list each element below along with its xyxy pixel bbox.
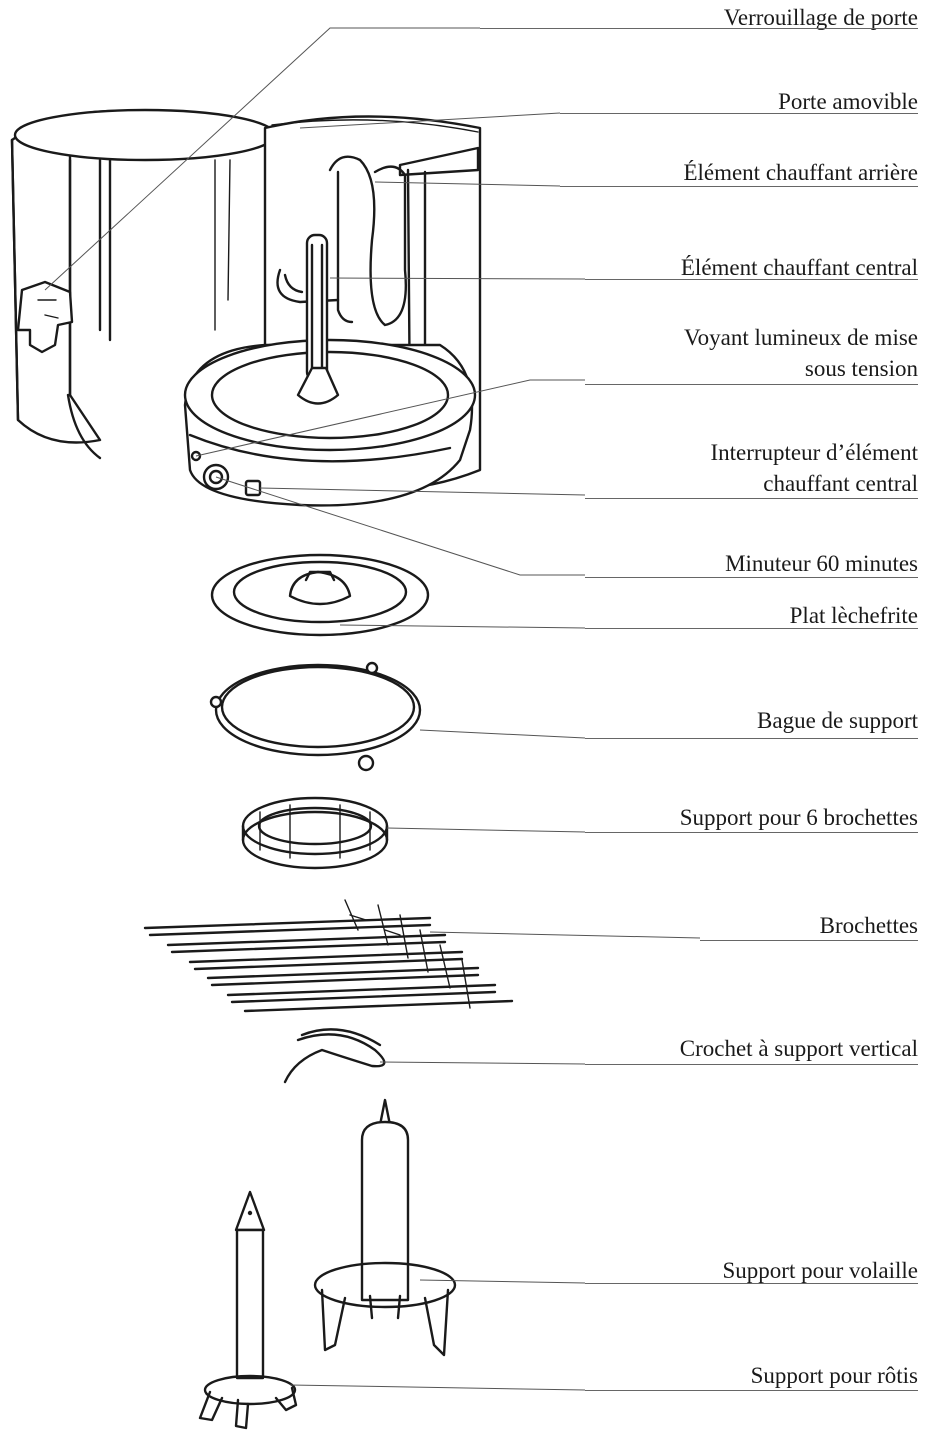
label-rule <box>585 628 918 629</box>
leader-lines <box>44 27 701 1391</box>
label-rule <box>585 1390 918 1391</box>
removable-door-drawing <box>10 108 277 460</box>
vertical-hook-drawing <box>283 1028 386 1084</box>
label-minuteur: Minuteur 60 minutes <box>725 551 918 576</box>
label-element-chauffant-arriere: Élément chauffant arrière <box>683 160 918 185</box>
label-rule <box>585 1283 918 1284</box>
label-bague-de-support: Bague de support <box>757 708 918 733</box>
label-interrupteur: Interrupteur d’élément chauffant central <box>710 440 918 496</box>
label-rule <box>585 384 918 385</box>
label-support-volaille: Support pour volaille <box>722 1258 918 1283</box>
label-support-6-brochettes: Support pour 6 brochettes <box>679 805 918 830</box>
main-unit-body-drawing <box>183 115 482 507</box>
label-rule <box>585 498 918 499</box>
label-rule <box>560 113 918 114</box>
label-plat-lechefrite: Plat lèchefrite <box>789 603 918 628</box>
label-rule <box>480 28 918 29</box>
skewers-drawing <box>143 899 514 1013</box>
label-element-chauffant-central: Élément chauffant central <box>680 255 918 280</box>
door-lock-drawing <box>16 280 74 354</box>
skewer-holder-drawing <box>241 796 389 870</box>
label-support-rotis: Support pour rôtis <box>750 1363 918 1388</box>
label-rule <box>585 832 918 833</box>
label-porte-amovible: Porte amovible <box>778 89 918 114</box>
label-rule <box>585 279 918 280</box>
label-rule <box>585 738 918 739</box>
label-crochet: Crochet à support vertical <box>679 1036 918 1061</box>
label-rule <box>560 186 918 187</box>
label-verrouillage-de-porte: Verrouillage de porte <box>723 5 918 30</box>
label-rule <box>585 577 918 578</box>
label-voyant-lumineux: Voyant lumineux de mise sous tension <box>683 325 918 381</box>
drip-pan-drawing <box>210 553 430 637</box>
label-brochettes: Brochettes <box>819 913 918 938</box>
poultry-stand-drawing <box>313 1098 457 1357</box>
support-ring-drawing <box>209 661 422 772</box>
label-rule <box>585 1064 918 1065</box>
roast-stand-drawing <box>198 1190 298 1430</box>
label-rule <box>700 940 918 941</box>
